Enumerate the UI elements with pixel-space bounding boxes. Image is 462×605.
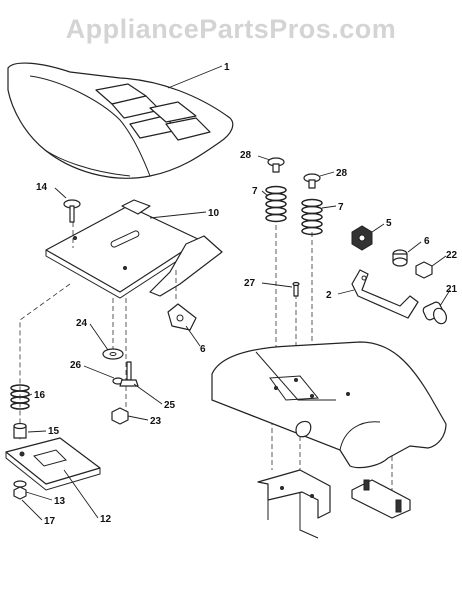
mount-tab-part [351,479,411,519]
callout-10: 10 [208,208,220,219]
spring-7-right-part [301,198,323,236]
washer-24-part [102,348,124,360]
callout-17: 17 [44,516,56,527]
nut-22-part [415,261,433,279]
frame-bracket-part [257,469,331,539]
button-6-part [392,249,408,267]
nut-17-part [13,486,27,500]
seat-part [7,62,234,179]
callout-25: 25 [164,400,176,411]
spring-16-part [10,384,30,410]
callout-23: 23 [150,416,162,427]
callout-5: 5 [386,218,392,229]
watermark: AppliancePartsPros.com [65,14,397,44]
fender-body-part [211,341,447,469]
bracket-2-part [351,269,419,319]
assembly-line [19,283,71,440]
washer-13-part [13,480,27,488]
switch-5-part [351,225,373,251]
callout-22: 22 [446,250,458,261]
clip-6-part [167,303,197,331]
callout-13: 13 [54,496,66,507]
callout-26: 26 [70,360,82,371]
pin-27-part [292,281,300,297]
callout-1: 1 [224,62,230,73]
callout-28-right: 28 [336,168,348,179]
callout-14: 14 [36,182,48,193]
stud-25-part [119,361,139,387]
callout-7-right: 7 [338,202,344,213]
callout-21: 21 [446,284,458,295]
knob-28-left-part [267,157,285,173]
spring-7-left-part [265,185,287,223]
callout-16: 16 [34,390,46,401]
nut-23-part [111,407,129,425]
seat-pan-part [45,199,223,299]
bracket-12-part [5,437,101,491]
leader-lines [21,65,451,521]
callout-28-left: 28 [240,150,252,161]
lamp-21-part [422,301,448,325]
callout-27: 27 [244,278,256,289]
callout-6-left: 6 [200,344,206,355]
callout-labels: 1 14 10 28 28 7 7 5 6 22 27 2 21 6 24 26… [34,62,458,527]
callout-15: 15 [48,426,60,437]
callout-12: 12 [100,514,112,525]
callout-2: 2 [326,290,332,301]
bushing-15-part [13,422,27,439]
knob-28-right-part [303,173,321,189]
bolt-14-part [63,199,81,223]
callout-7-left: 7 [252,186,258,197]
callout-6-right: 6 [424,236,430,247]
callout-24: 24 [76,318,88,329]
